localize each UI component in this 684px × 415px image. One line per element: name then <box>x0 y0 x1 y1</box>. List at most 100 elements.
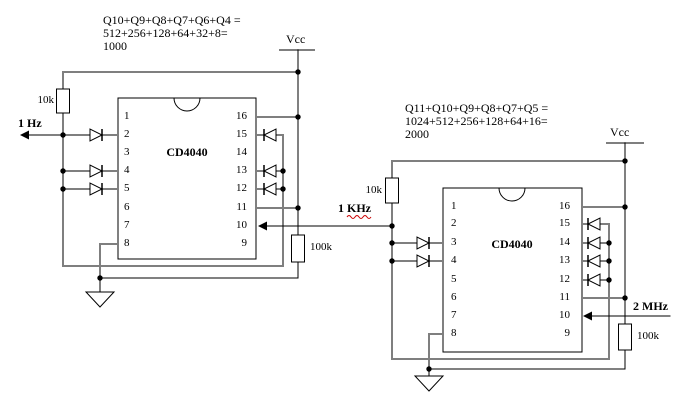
resistor-body <box>291 234 305 263</box>
diode <box>262 182 277 196</box>
left-chip-pin-13: 13 <box>236 164 247 176</box>
right-chip-pin-4: 4 <box>451 254 457 266</box>
junction-dot <box>622 158 628 164</box>
right-chip-pin-12: 12 <box>559 273 570 285</box>
squiggle-underline <box>346 215 372 219</box>
left-chip-pin-3: 3 <box>124 146 130 158</box>
diode <box>89 182 104 196</box>
resistor-body <box>618 323 632 351</box>
diode <box>586 236 601 250</box>
right-chip-pin-13: 13 <box>559 254 570 266</box>
ic-notch <box>498 187 526 202</box>
junction-dot <box>60 186 66 192</box>
resistor-value-100k-right: 100k <box>637 330 659 342</box>
diode <box>89 128 104 142</box>
right-chip-pin-6: 6 <box>451 291 457 303</box>
junction-dot <box>606 240 612 246</box>
junction-dot <box>622 295 628 301</box>
left-chip-pin-1: 1 <box>124 110 130 122</box>
right-chip-pin-8: 8 <box>451 327 457 339</box>
junction-dot <box>622 204 628 210</box>
diode <box>586 254 601 268</box>
resistor-value-10k-left: 10k <box>37 94 55 106</box>
left-chip-pin-4: 4 <box>124 164 130 176</box>
left-chip-pin-10: 10 <box>236 219 247 231</box>
diode <box>89 164 104 178</box>
annotation-line: Q10+Q9+Q8+Q7+Q6+Q4 = <box>103 13 241 27</box>
junction-dot <box>280 186 286 192</box>
chip-left-label: CD4040 <box>166 145 208 159</box>
ic-notch <box>173 97 201 112</box>
annotation-line: 1000 <box>103 39 127 53</box>
arrowhead-icon <box>20 130 29 140</box>
right-chip-pin-1: 1 <box>451 200 457 212</box>
wire <box>428 349 626 370</box>
right-chip-pin-7: 7 <box>451 309 457 321</box>
left-chip-pin-6: 6 <box>124 201 130 213</box>
junction-dot <box>606 258 612 264</box>
resistor-body <box>56 88 70 114</box>
left-chip-pin-11: 11 <box>236 201 247 213</box>
annotation-line: 1024+512+256+128+64+16= <box>405 114 548 128</box>
ground-icon <box>413 375 445 392</box>
diode <box>262 128 277 142</box>
left-chip-pin-14: 14 <box>236 146 247 158</box>
vcc-right-label: Vcc <box>610 125 630 139</box>
signal-2mhz-label: 2 MHz <box>633 299 668 313</box>
junction-dot <box>60 132 66 138</box>
ic-body <box>117 97 257 260</box>
junction-dot <box>426 366 432 372</box>
diode <box>416 254 431 268</box>
right-chip-pin-14: 14 <box>559 236 570 248</box>
signal-1khz-label: 1 KHz <box>338 201 371 215</box>
left-chip-pin-8: 8 <box>124 237 130 249</box>
junction-dot <box>295 69 301 75</box>
right-chip-pin-9: 9 <box>564 327 571 339</box>
ic-body <box>442 187 583 353</box>
arrowhead-icon <box>258 221 267 231</box>
annotation-line: Q11+Q10+Q9+Q8+Q7+Q5 = <box>405 101 549 115</box>
annotation-line: 512+256+128+64+32+8= <box>103 26 228 40</box>
resistor-body <box>385 177 399 204</box>
junction-dot <box>295 114 301 120</box>
junction-dot <box>389 258 395 264</box>
arrowhead-icon <box>583 311 592 321</box>
right-chip-pin-10: 10 <box>559 309 570 321</box>
right-chip-pin-5: 5 <box>451 273 457 285</box>
junction-dot <box>389 223 395 229</box>
chip-right-label: CD4040 <box>491 237 533 251</box>
junction-dot <box>60 168 66 174</box>
right-chip-pin-2: 2 <box>451 217 457 229</box>
diode <box>416 236 431 250</box>
resistor-value-100k-left: 100k <box>310 241 332 253</box>
resistor-value-10k-right: 10k <box>365 184 383 196</box>
right-chip-pin-11: 11 <box>559 291 570 303</box>
wire <box>99 243 119 293</box>
left-chip-pin-5: 5 <box>124 182 130 194</box>
left-chip-pin-12: 12 <box>236 182 247 194</box>
divide-by-1000-annotation: Q10+Q9+Q8+Q7+Q6+Q4 = 512+256+128+64+32+8… <box>103 14 241 53</box>
right-chip-pin-3: 3 <box>451 236 457 248</box>
diode <box>262 164 277 178</box>
left-chip-pin-7: 7 <box>124 219 130 231</box>
ground-icon <box>84 291 116 308</box>
left-chip-pin-2: 2 <box>124 128 130 140</box>
annotation-line: 2000 <box>405 127 429 141</box>
junction-dot <box>295 205 301 211</box>
left-chip-pin-16: 16 <box>236 110 247 122</box>
right-chip-pin-16: 16 <box>559 200 570 212</box>
divide-by-2000-annotation: Q11+Q10+Q9+Q8+Q7+Q5 = 1024+512+256+128+6… <box>405 102 548 141</box>
wire <box>428 333 444 377</box>
left-chip-pin-9: 9 <box>241 237 248 249</box>
signal-1hz-label: 1 Hz <box>18 116 42 130</box>
junction-dot <box>280 168 286 174</box>
junction-dot <box>97 275 103 281</box>
diode <box>586 273 601 287</box>
junction-dot <box>389 240 395 246</box>
right-chip-pin-15: 15 <box>559 217 570 229</box>
vcc-left-label: Vcc <box>286 32 306 46</box>
left-chip-pin-15: 15 <box>236 128 247 140</box>
junction-dot <box>606 277 612 283</box>
